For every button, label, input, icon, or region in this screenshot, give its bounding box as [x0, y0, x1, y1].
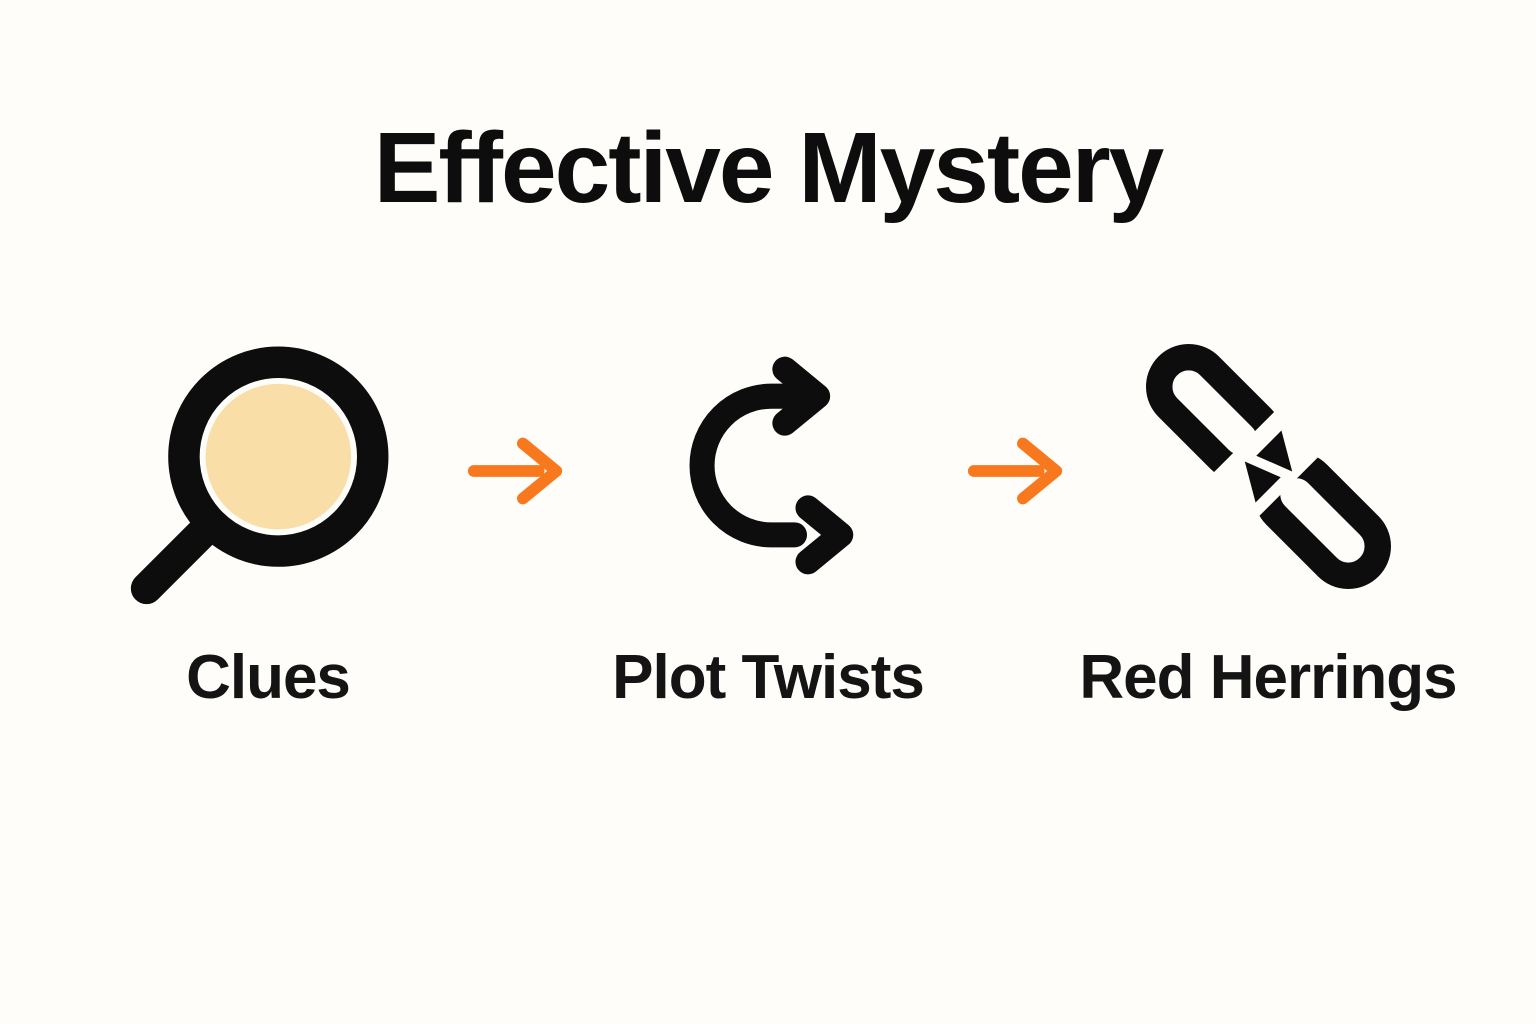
- twist-top-arrowhead: [771, 356, 830, 436]
- arrow-head: [1017, 437, 1063, 505]
- chain-shard-top: [1255, 430, 1292, 472]
- magnifying-glass-icon: [103, 316, 433, 616]
- twist-curve: [689, 383, 807, 548]
- broken-chain-svg: [1145, 343, 1391, 589]
- magnifier-handle: [130, 509, 225, 604]
- plot-twist-svg: [689, 356, 853, 575]
- twist-bottom-arrowhead: [794, 495, 853, 575]
- step-label: Red Herrings: [1079, 643, 1457, 712]
- arrow-head: [517, 437, 563, 505]
- step-red-herrings: Red Herrings: [1079, 316, 1458, 713]
- right-arrow-svg: [467, 437, 563, 505]
- flow-diagram: Clues Plot Twists: [0, 316, 1536, 713]
- page-title: Effective Mystery: [373, 112, 1165, 224]
- step-label: Plot Twists: [612, 643, 925, 712]
- chain-break-gap: [1204, 402, 1328, 526]
- step-plot-twists: Plot Twists: [603, 316, 933, 713]
- broken-chain-icon: [1103, 316, 1433, 616]
- right-arrow-icon: [933, 316, 1103, 616]
- right-arrow-svg: [967, 437, 1063, 505]
- step-label: Clues: [186, 643, 351, 712]
- step-clues: Clues: [103, 316, 433, 713]
- magnifier-ring: [167, 346, 388, 567]
- magnifier-lens: [205, 383, 351, 529]
- magnifying-glass-svg: [130, 346, 388, 604]
- chain-shard-bottom: [1244, 460, 1281, 502]
- plot-twist-arrows-icon: [603, 316, 933, 616]
- right-arrow-icon: [433, 316, 603, 616]
